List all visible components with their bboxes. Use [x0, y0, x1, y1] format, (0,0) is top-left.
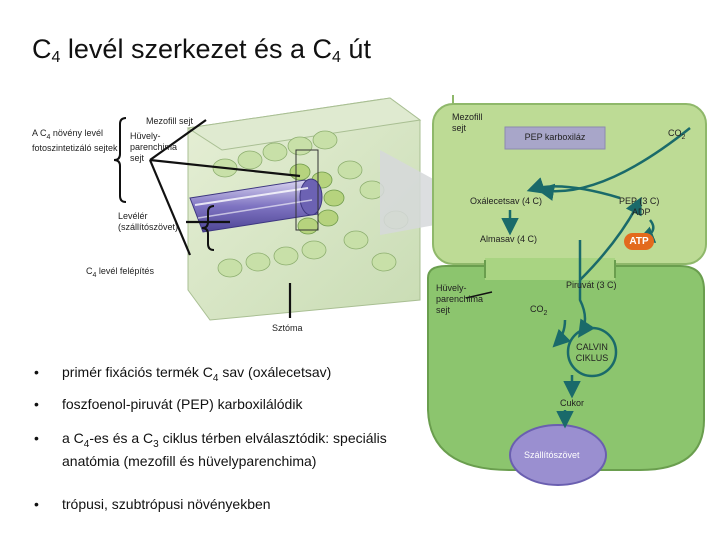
mesophyll-cell-label: Mezofill sejt	[452, 112, 483, 133]
pep-label: PEP (3 C)	[619, 196, 660, 206]
c4-plant-label: A C4 növény levél fotoszintetizáló sejte…	[32, 128, 118, 153]
oxaloacetate-label: Oxálecetsav (4 C)	[470, 196, 543, 206]
co2-in-label: CO2	[668, 128, 686, 141]
bullet-text: a C4-es és a C3 ciklus térben elválasztó…	[62, 430, 387, 469]
bundle-sheath-pointer	[465, 291, 493, 299]
zoom-wedge	[380, 150, 435, 235]
vein-label: Levélér (szállítószövet)	[118, 211, 179, 232]
bracket-marks	[113, 117, 215, 251]
bullet-text: foszfoenol-piruvát (PEP) karboxilálódik	[62, 396, 303, 412]
vascular-tissue-label: Szállítószövet	[524, 450, 580, 460]
calvin-cycle-label: CALVIN CIKLUS	[575, 342, 609, 363]
malate-label: Almasav (4 C)	[480, 234, 538, 244]
bundle-sheath-label: Hüvely-parenchima sejt	[130, 131, 178, 163]
sugar-label: Cukor	[560, 398, 585, 408]
bullet-dot: •	[34, 430, 39, 446]
bundle-sheath-cell-label: Hüvely-parenchima sejt	[436, 283, 484, 315]
atp-badge: ATP	[624, 233, 654, 250]
adp-label: ADP	[632, 207, 651, 217]
calvin-cycle-circle	[566, 326, 618, 378]
bullet-text: primér fixációs termék C4 sav (oxálecets…	[62, 364, 332, 384]
pathway-arrows	[501, 127, 691, 429]
enzyme-label: PEP karboxiláz	[524, 132, 586, 142]
leaf-anatomy-label: C4 levél felépítés	[86, 266, 154, 279]
bundle-sheath-cell-shape	[427, 258, 705, 471]
stoma-label: Sztóma	[272, 323, 303, 333]
enzyme-box	[504, 126, 606, 150]
bullet-text: trópusi, szubtrópusi növényekben	[62, 496, 271, 512]
mesophyll-label: Mezofill sejt	[146, 116, 194, 126]
bullet-dot: •	[34, 396, 39, 412]
page-title: C4 levél szerkezet és a C4 út	[32, 34, 371, 66]
co2-released-label: CO2	[530, 304, 548, 317]
bullet-dot: •	[34, 496, 39, 512]
pyruvate-label: Piruvát (3 C)	[566, 280, 617, 290]
bullet-dot: •	[34, 364, 39, 380]
leaf-cross-section	[186, 97, 422, 321]
